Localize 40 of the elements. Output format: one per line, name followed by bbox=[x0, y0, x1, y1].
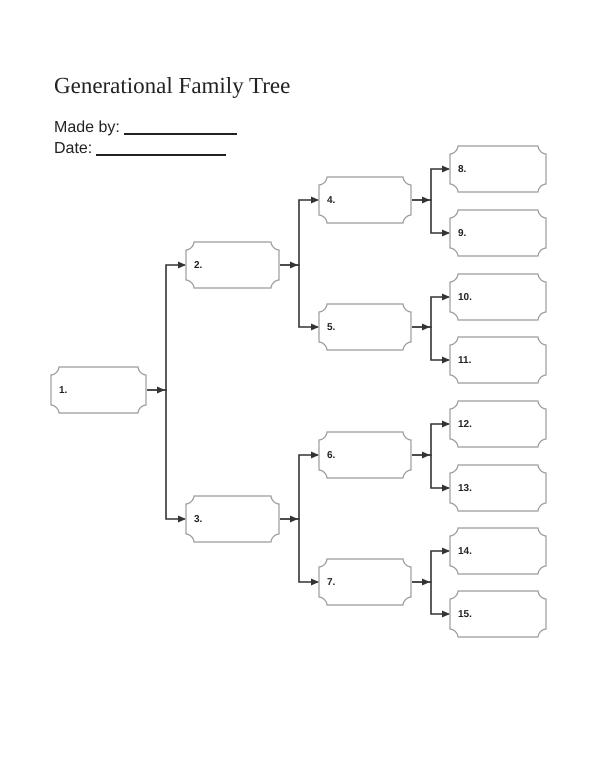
name-plate bbox=[449, 400, 547, 448]
number-label: 5. bbox=[327, 320, 336, 334]
number-label: 12. bbox=[458, 418, 472, 432]
field-label: Made by: bbox=[54, 118, 120, 138]
name-plate bbox=[318, 176, 412, 224]
number-label: 8. bbox=[458, 162, 466, 176]
name-plate bbox=[318, 431, 412, 479]
number-label: 3. bbox=[194, 512, 202, 526]
number-label: 10. bbox=[458, 290, 472, 304]
connector-arrow bbox=[280, 264, 319, 330]
name-plate bbox=[449, 209, 547, 257]
number-label: 15. bbox=[458, 608, 472, 622]
name-plate bbox=[449, 273, 547, 321]
number-label: 6. bbox=[327, 448, 336, 462]
name-plate bbox=[318, 558, 412, 606]
connector-arrow bbox=[412, 199, 450, 236]
name-plate bbox=[449, 590, 547, 638]
name-plate bbox=[50, 366, 147, 414]
name-plate bbox=[318, 303, 412, 351]
connector-arrow bbox=[412, 454, 450, 492]
name-plate bbox=[449, 336, 547, 384]
title: Generational Family Tree bbox=[54, 74, 290, 97]
name-plate bbox=[449, 464, 547, 512]
number-label: 14. bbox=[458, 544, 472, 558]
connector-arrow bbox=[147, 389, 186, 522]
number-label: 7. bbox=[327, 576, 336, 590]
name-plate bbox=[449, 527, 547, 575]
name-plate bbox=[185, 495, 280, 543]
name-plate bbox=[449, 145, 547, 193]
number-label: 11. bbox=[458, 354, 472, 368]
connector-arrow bbox=[280, 518, 319, 586]
connector-arrow bbox=[412, 326, 450, 364]
number-label: 2. bbox=[194, 258, 202, 272]
number-label: 4. bbox=[327, 194, 336, 208]
number-label: 1. bbox=[59, 384, 68, 398]
number-label: 9. bbox=[458, 226, 466, 240]
connector-arrow bbox=[412, 581, 450, 618]
field-label: Date: bbox=[54, 139, 92, 159]
number-label: 13. bbox=[458, 482, 472, 496]
name-plate bbox=[185, 241, 280, 289]
